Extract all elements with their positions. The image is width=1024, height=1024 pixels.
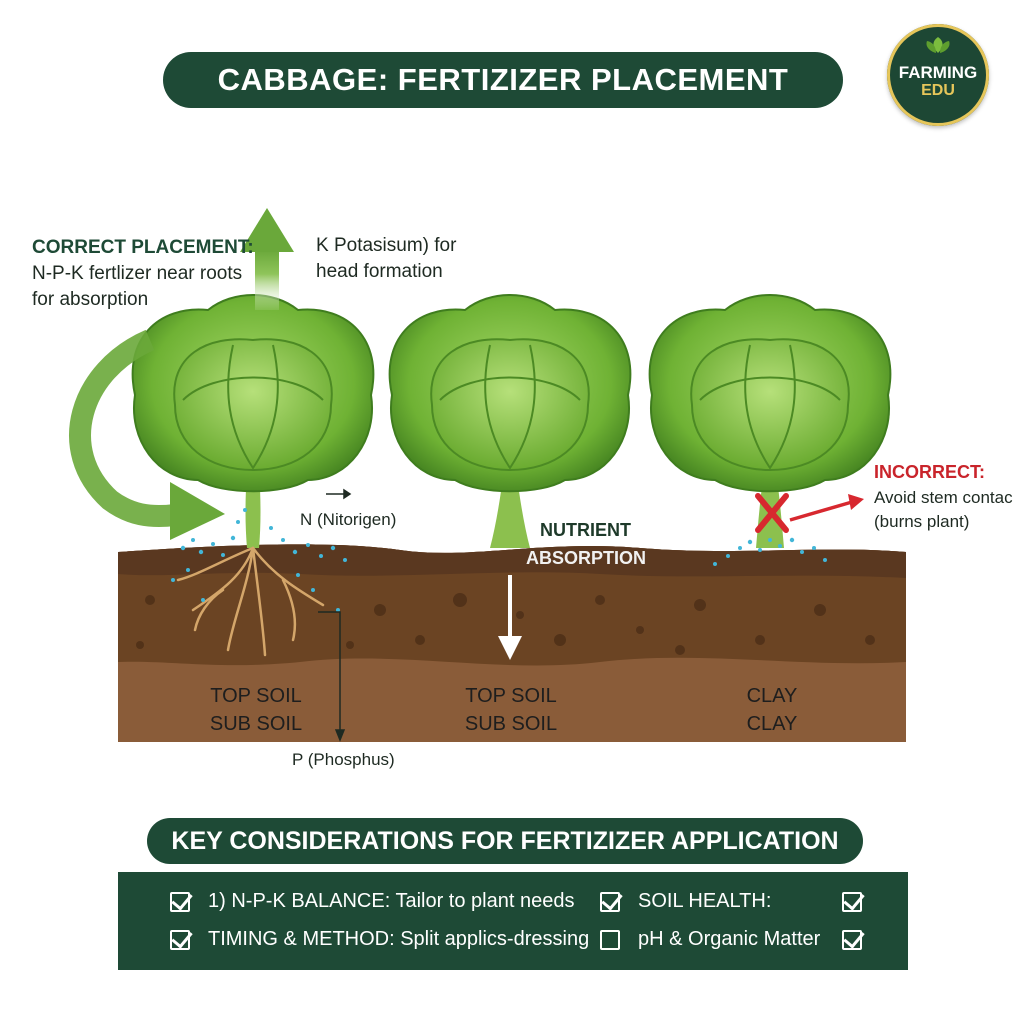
curved-arrow-icon — [69, 329, 225, 540]
absorption-label: ABSORPTION — [526, 548, 647, 568]
cabbage-plant-correct — [131, 294, 375, 657]
consideration-ph-text: pH & Organic Matter — [638, 928, 821, 950]
incorrect-line2: (burns plant) — [874, 512, 970, 531]
incorrect-x-icon — [755, 493, 789, 533]
consideration-soil-health: SOIL HEALTH: — [600, 890, 771, 913]
down-arrow-icon — [498, 575, 522, 660]
logo-text-farming: FARMING — [898, 63, 978, 82]
checkbox-soil-health[interactable] — [600, 891, 620, 912]
correct-placement-line2: for absorption — [32, 289, 149, 310]
checkbox-timing-method[interactable] — [170, 929, 190, 950]
page-title: CABBAGE: FERTIZIZER PLACEMENT — [163, 52, 843, 108]
soil-label-3-bottom: CLAY — [746, 713, 798, 735]
soil-label-1-top: TOP SOIL — [210, 685, 302, 707]
leaf-icon — [926, 37, 950, 53]
correct-placement-line1: N-P-K fertlizer near roots — [32, 263, 243, 284]
consideration-ph-organic: pH & Organic Matter — [600, 928, 820, 951]
consideration-npk-balance: 1) N-P-K BALANCE: Tailor to plant needs — [170, 890, 574, 913]
checkbox-npk-balance[interactable] — [170, 891, 190, 912]
checkbox-extra-2[interactable] — [842, 930, 862, 950]
key-considerations-title: KEY CONSIDERATIONS FOR FERTIZIZER APPLIC… — [147, 818, 863, 864]
key-considerations-panel: 1) N-P-K BALANCE: Tailor to plant needs … — [118, 872, 908, 970]
consideration-npk-text: 1) N-P-K BALANCE: Tailor to plant needs — [208, 890, 575, 912]
soil-label-2-top: TOP SOIL — [465, 685, 557, 707]
incorrect-arrow-icon — [789, 494, 864, 522]
nitrogen-label: N (Nitorigen) — [300, 510, 397, 529]
potassium-label-line2: head formation — [316, 261, 443, 282]
nutrient-label: NUTRIENT — [540, 520, 631, 540]
incorrect-title: INCORRECT: — [874, 462, 985, 482]
consideration-timing-method: TIMING & METHOD: Split applics-dressing — [170, 928, 589, 951]
potassium-label-line1: K Potasisum) for — [316, 235, 457, 256]
up-arrow-icon — [240, 208, 294, 310]
phosphus-leader-line — [318, 611, 346, 743]
cabbage-plant-middle — [388, 294, 632, 548]
soil-label-2-bottom: SUB SOIL — [464, 713, 558, 735]
cabbage-plant-incorrect — [648, 294, 892, 566]
checkbox-extra-1[interactable] — [842, 892, 862, 912]
soil-label-3-top: CLAY — [746, 685, 798, 707]
soil-label-1-bottom: SUB SOIL — [209, 713, 303, 735]
farming-edu-logo: FARMING EDU — [887, 24, 989, 126]
phosphus-label: P (Phosphus) — [292, 750, 395, 769]
consideration-soil-health-text: SOIL HEALTH: — [638, 890, 772, 912]
consideration-timing-text: TIMING & METHOD: Split applics-dressing — [208, 928, 590, 950]
logo-text-edu: EDU — [921, 82, 955, 99]
nitrogen-arrow-icon — [326, 488, 352, 500]
checkbox-ph-organic[interactable] — [600, 929, 620, 950]
correct-placement-title: CORRECT PLACEMENT: — [32, 237, 254, 258]
incorrect-line1: Avoid stem contac — [874, 488, 1013, 507]
